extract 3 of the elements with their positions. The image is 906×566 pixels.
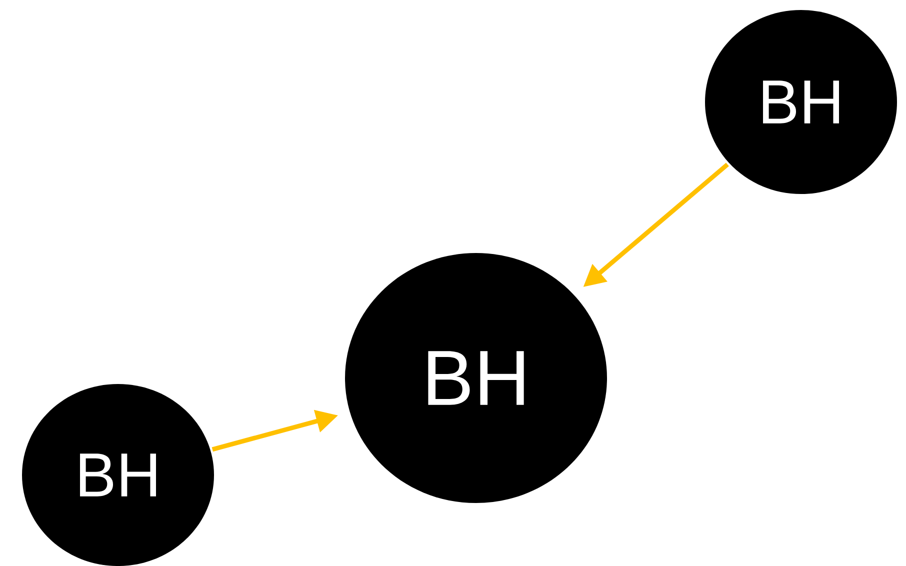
circle-node: BH bbox=[22, 384, 214, 566]
circle-node: BH bbox=[345, 253, 607, 503]
circle-node: BH bbox=[705, 10, 897, 194]
